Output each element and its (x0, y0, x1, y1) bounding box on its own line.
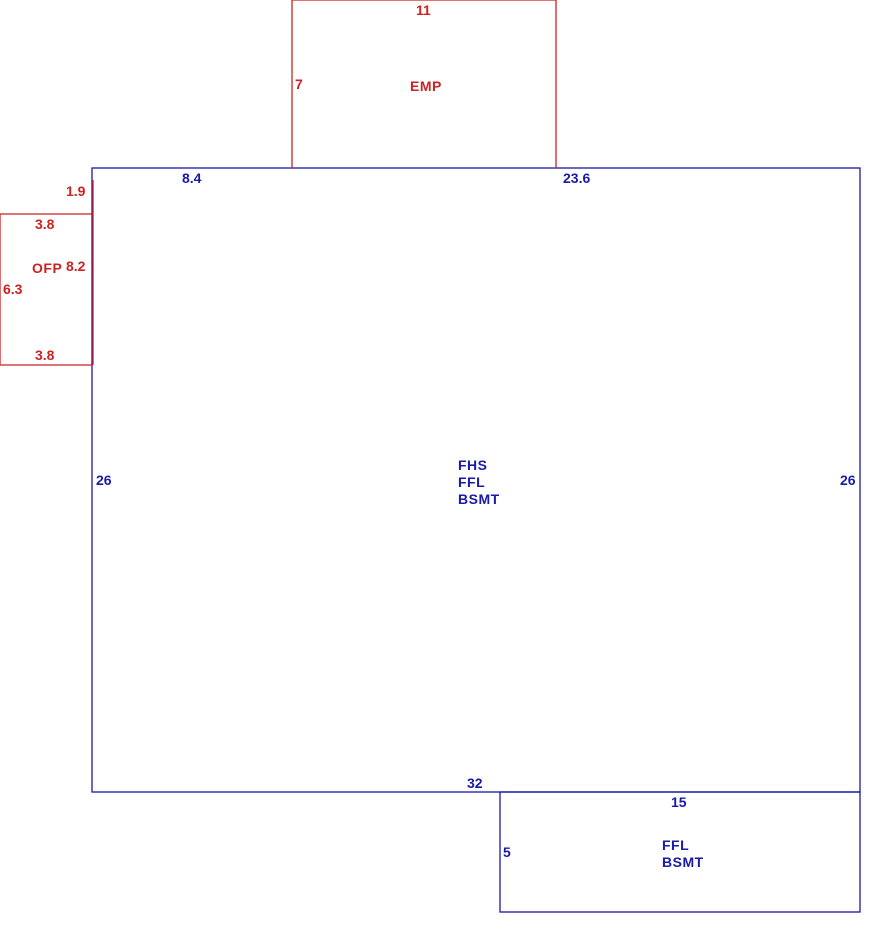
ofp-dim-top: 3.8 (35, 216, 55, 232)
ofp-outline (0, 213, 92, 366)
addition-label-bsmt: BSMT (662, 854, 704, 870)
addition-dim-left: 5 (503, 844, 511, 860)
main-dim-top-right: 23.6 (563, 170, 590, 186)
ofp-label: OFP (32, 260, 62, 276)
ofp-dim-right: 8.2 (66, 258, 86, 274)
main-dim-bottom: 32 (467, 775, 483, 791)
main-label-bsmt: BSMT (458, 491, 500, 507)
emp-dim-left: 7 (295, 76, 303, 92)
emp-outline (291, 0, 557, 168)
ofp-dim-offset: 1.9 (66, 183, 86, 199)
main-label-fhs: FHS (458, 457, 488, 473)
ofp-dim-left: 6.3 (3, 281, 23, 297)
main-label-ffl: FFL (458, 474, 485, 490)
main-house-outline (91, 167, 861, 793)
addition-outline (499, 791, 861, 913)
main-dim-left: 26 (96, 472, 112, 488)
ofp-dim-bottom: 3.8 (35, 347, 55, 363)
addition-label-ffl: FFL (662, 837, 689, 853)
main-dim-right: 26 (840, 472, 856, 488)
addition-dim-top: 15 (671, 794, 687, 810)
main-dim-top-left: 8.4 (182, 170, 202, 186)
emp-dim-top: 11 (416, 2, 431, 18)
emp-label: EMP (410, 78, 442, 94)
